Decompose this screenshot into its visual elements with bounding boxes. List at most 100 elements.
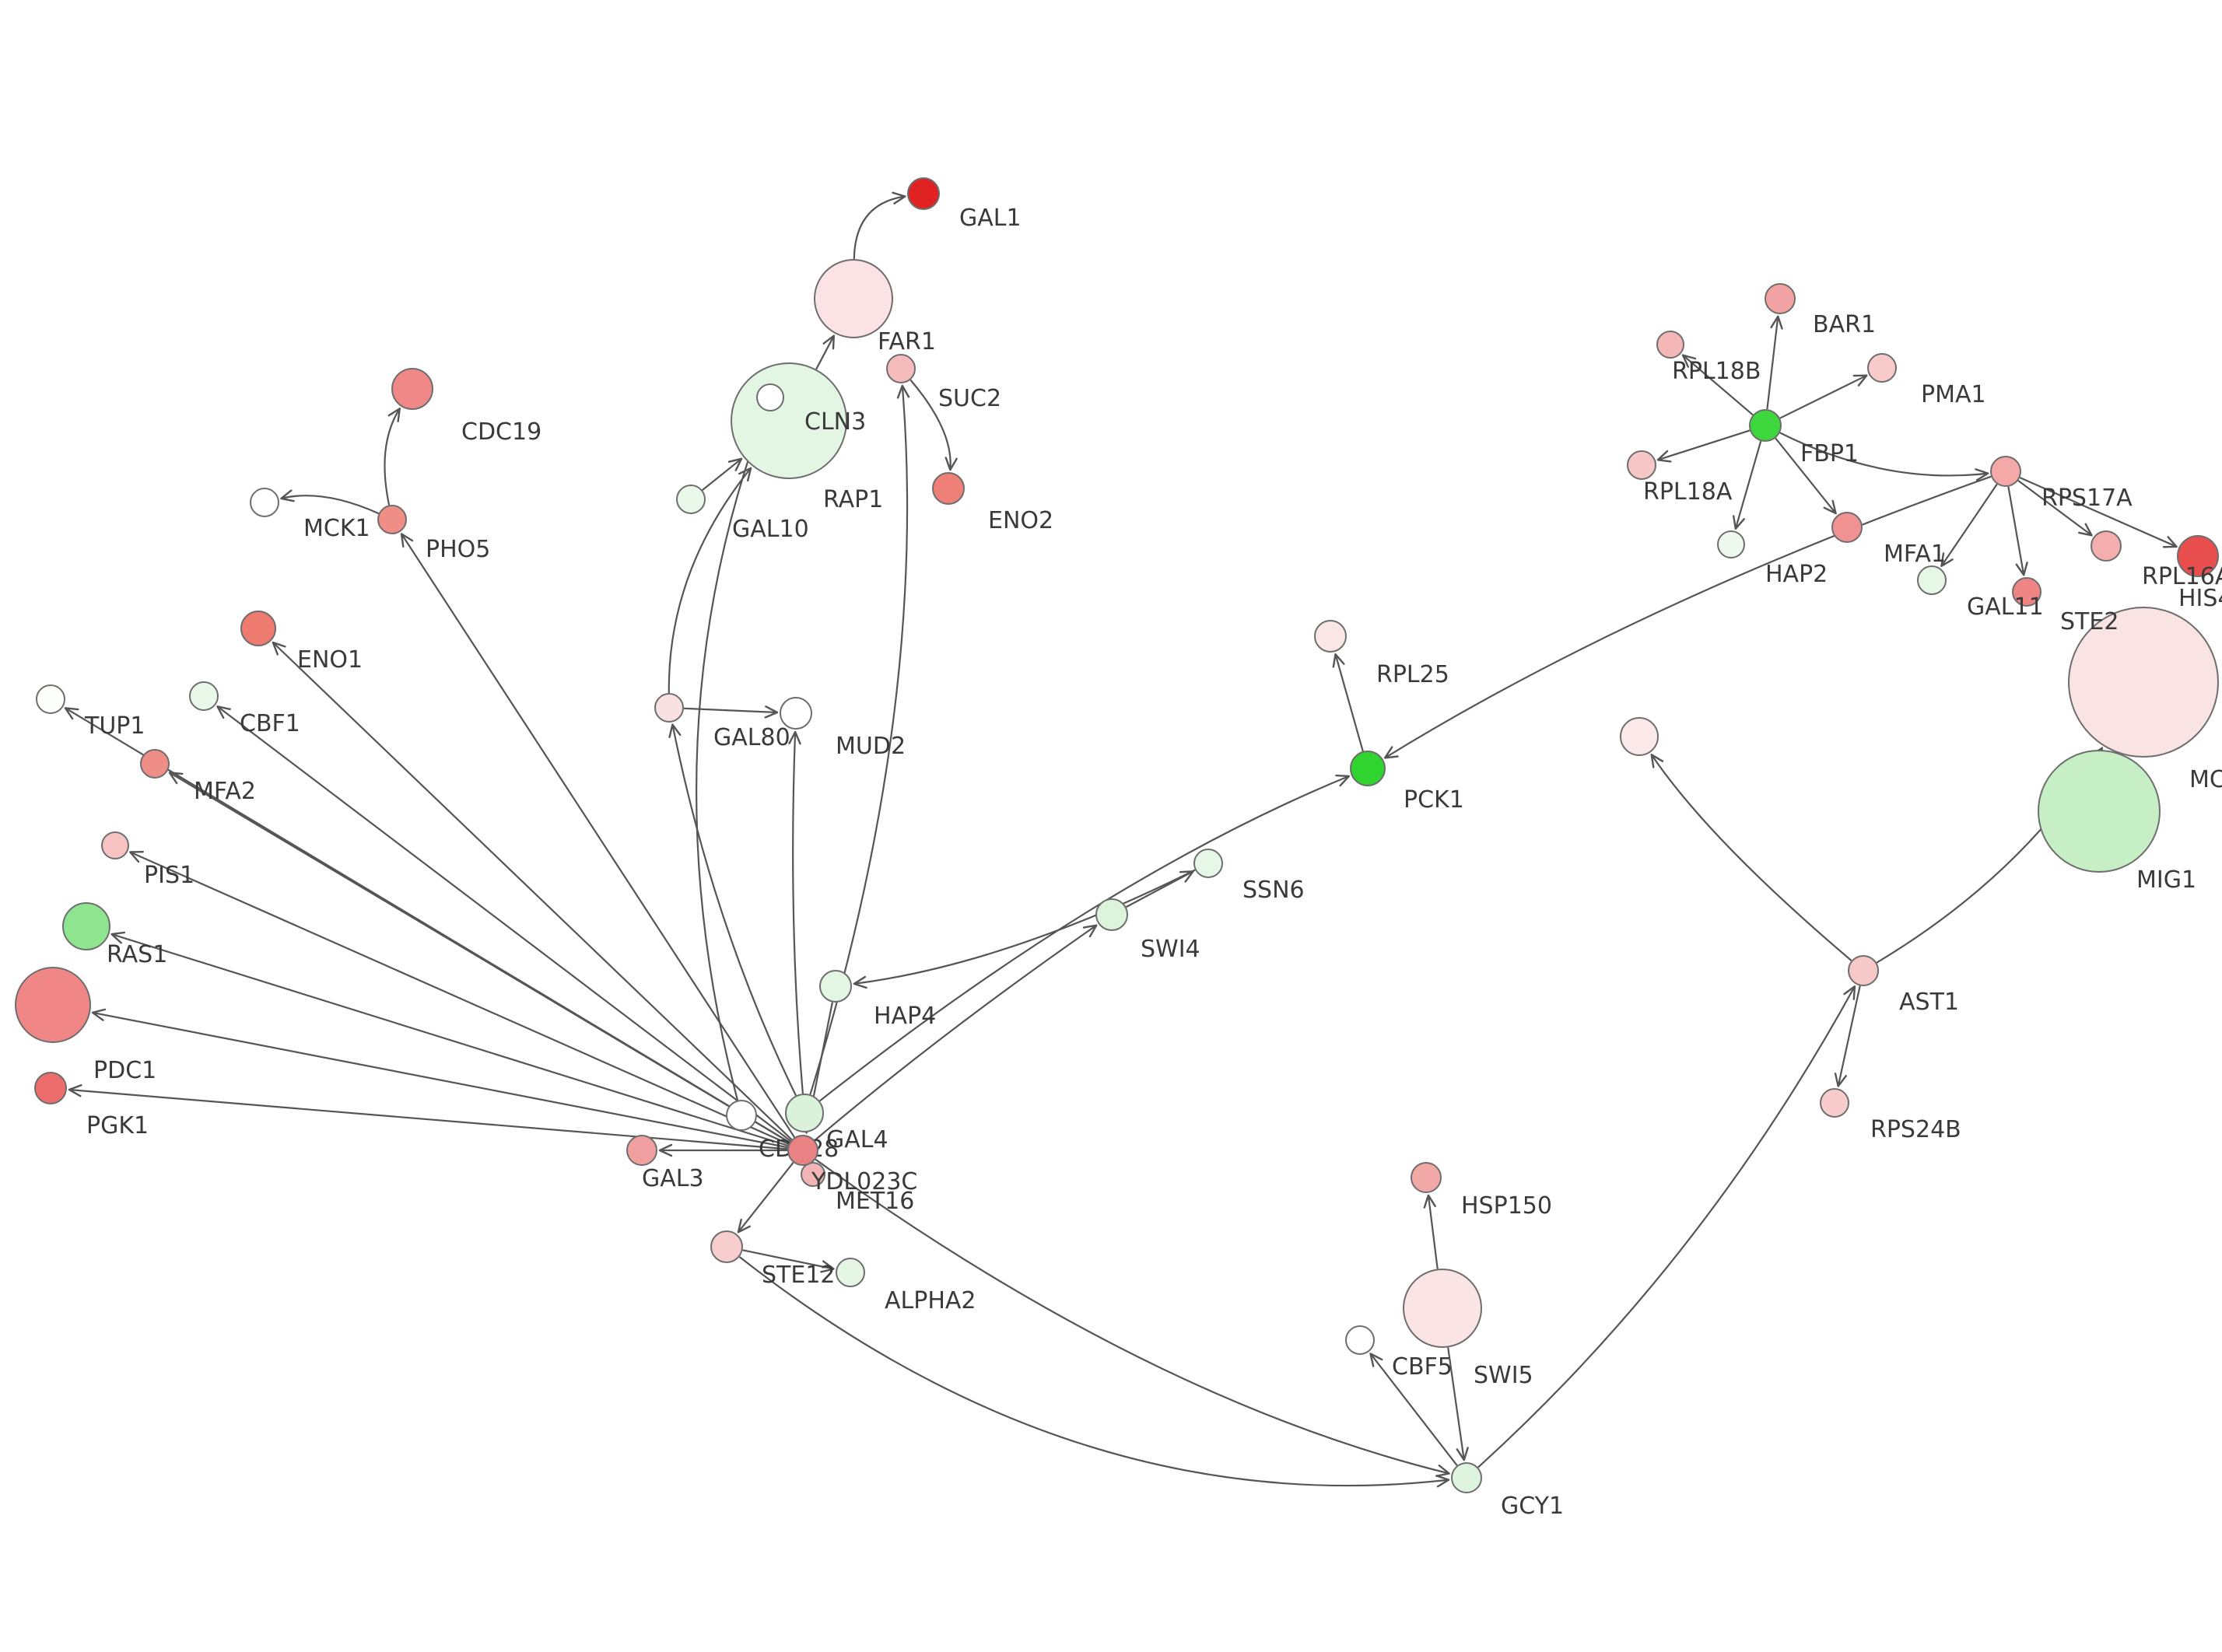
edge-GAL4-GAL80 [668, 723, 797, 1096]
node-label-HAP4: HAP4 [874, 1003, 936, 1030]
node-label-PGK1: PGK1 [86, 1112, 149, 1139]
node-SSN6[interactable] [1193, 849, 1223, 878]
edge-AST1-RPS24B [1834, 985, 1861, 1087]
node-label-MCM1: MCM1 [2189, 766, 2222, 793]
node-CBF5[interactable] [1345, 1325, 1375, 1355]
node-PCK1[interactable] [1350, 751, 1386, 786]
node-PGK1[interactable] [34, 1072, 67, 1104]
node-MET16[interactable] [801, 1162, 825, 1187]
node-label-MFA2: MFA2 [194, 778, 256, 805]
node-STE12[interactable] [710, 1230, 743, 1263]
node-MFA2[interactable] [140, 749, 170, 779]
node-HAP4[interactable] [819, 970, 852, 1003]
node-HIS4[interactable] [2177, 535, 2219, 577]
node-RPL16A[interactable] [2091, 530, 2122, 562]
edge-FBP1-RPS17A [1779, 432, 1989, 481]
node-MCM1[interactable] [2068, 607, 2219, 758]
node-label-HIS4: HIS4 [2178, 585, 2222, 612]
node-label-PHO5: PHO5 [426, 536, 490, 563]
node-STE2[interactable] [2012, 577, 2042, 607]
node-MCK1[interactable] [250, 488, 279, 517]
node-MIG1[interactable] [2038, 750, 2161, 873]
node-HAP2[interactable] [1717, 530, 1745, 558]
edge-RAP1-FAR1 [815, 334, 835, 370]
edge-FBP1-HAP2 [1733, 440, 1762, 530]
node-label-HAP2: HAP2 [1765, 561, 1828, 588]
node-label-RPS24B: RPS24B [1870, 1116, 1961, 1143]
node-CBF1[interactable] [189, 681, 219, 711]
node-PDC1[interactable] [15, 967, 91, 1043]
node-label-MIG1: MIG1 [2136, 866, 2196, 894]
node-PIS1[interactable] [101, 831, 129, 859]
node-CLN3[interactable] [756, 383, 784, 411]
node-RPS24B[interactable] [1820, 1088, 1849, 1118]
node-RPL18B[interactable] [1656, 331, 1684, 359]
edge-GCY1-AST1 [1477, 985, 1856, 1468]
node-GAL3[interactable] [626, 1135, 657, 1166]
node-GAL11[interactable] [1917, 565, 1947, 595]
node-GAL1[interactable] [907, 177, 940, 210]
node-FAR1[interactable] [814, 259, 893, 338]
edge-FBP1-PMA1 [1779, 374, 1868, 419]
node-YDL023C[interactable] [787, 1135, 818, 1166]
node-CDC28[interactable] [726, 1100, 757, 1131]
node-FBP1[interactable] [1749, 409, 1782, 442]
edge-YDL023C-CBF1 [216, 705, 791, 1142]
node-label-FAR1: FAR1 [878, 328, 936, 355]
node-GAL80[interactable] [654, 693, 684, 723]
node-label-CLN3: CLN3 [804, 408, 866, 436]
node-TUP1[interactable] [36, 684, 65, 714]
node-unlabeled[interactable] [1620, 717, 1659, 756]
edge-PCK1-RPL25 [1332, 653, 1364, 752]
node-label-STE12: STE12 [762, 1262, 836, 1289]
edge-SSN6-HAP4 [853, 869, 1196, 989]
edge-RPS17A-STE2 [2007, 486, 2028, 576]
edge-GAL4-MUD2 [788, 730, 804, 1094]
edge-SWI5-HSP150 [1423, 1194, 1439, 1269]
node-SWI4[interactable] [1095, 898, 1128, 931]
node-label-PDC1: PDC1 [93, 1057, 156, 1084]
node-RPS17A[interactable] [1990, 456, 2021, 487]
node-GAL10[interactable] [676, 485, 706, 514]
node-label-GCY1: GCY1 [1501, 1493, 1564, 1520]
edge-YDL023C-GCY1 [815, 1158, 1450, 1477]
node-MFA1[interactable] [1831, 512, 1863, 543]
node-label-MUD2: MUD2 [836, 733, 906, 760]
edge-RPS17A-PCK1 [1383, 475, 1992, 759]
edge-AST1-NODE_X [1650, 754, 1852, 961]
node-label-PCK1: PCK1 [1404, 786, 1464, 814]
node-label-MET16: MET16 [836, 1188, 914, 1215]
node-BAR1[interactable] [1765, 283, 1796, 314]
node-SWI5[interactable] [1403, 1269, 1482, 1348]
edge-STE12-GCY1 [738, 1256, 1450, 1488]
edge-YDL023C-ENO1 [272, 641, 793, 1140]
node-HSP150[interactable] [1411, 1162, 1442, 1193]
node-PHO5[interactable] [377, 505, 407, 534]
node-PMA1[interactable] [1867, 353, 1897, 383]
node-ENO1[interactable] [240, 611, 276, 646]
edge-RPS17A-GAL11 [1940, 483, 1998, 567]
node-RPL25[interactable] [1314, 620, 1347, 653]
node-label-CDC19: CDC19 [461, 418, 541, 446]
edge-FAR1-GAL1 [853, 191, 906, 260]
node-label-RPL25: RPL25 [1376, 661, 1449, 688]
node-GAL4[interactable] [785, 1094, 824, 1132]
node-label-HSP150: HSP150 [1461, 1192, 1552, 1220]
node-SUC2[interactable] [886, 354, 916, 383]
node-CDC19[interactable] [391, 368, 433, 410]
node-MUD2[interactable] [780, 697, 812, 730]
node-ALPHA2[interactable] [836, 1258, 865, 1287]
node-label-MFA1: MFA1 [1884, 541, 1946, 568]
edge-RPS17A-RPL16A [2017, 480, 2093, 537]
node-RAS1[interactable] [62, 902, 110, 950]
labels-layer: RAP1FAR1MCM1MIG1SWI5PDC1RAS1GAL1SUC2CLN3… [84, 205, 2222, 1520]
node-label-ENO1: ENO1 [297, 646, 363, 674]
node-AST1[interactable] [1848, 955, 1879, 986]
node-GCY1[interactable] [1451, 1462, 1482, 1493]
node-RPL18A[interactable] [1627, 450, 1656, 480]
node-ENO2[interactable] [932, 472, 965, 505]
node-label-AST1: AST1 [1899, 989, 1959, 1016]
node-label-RAS1: RAS1 [107, 941, 167, 968]
node-label-RAP1: RAP1 [823, 486, 883, 513]
